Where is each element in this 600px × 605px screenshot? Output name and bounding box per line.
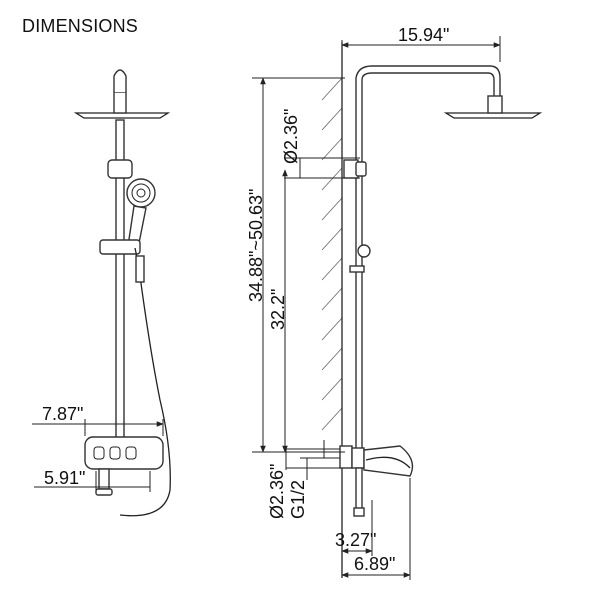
side-riser-and-arm [339,65,543,517]
dimension-label-spout-depth: 6.89" [354,554,395,574]
dimension-thread: G1/2 [288,440,340,519]
dimension-valve-height: 5.91" [34,468,151,492]
dimension-valve-depth: 3.27" [335,500,376,556]
dimension-riser-diameter: Ø2.36" [281,109,360,179]
dimension-label-valve-height: 5.91" [44,468,85,488]
dimension-label-valve-diameter: Ø2.36" [267,464,287,519]
wall-hatching [321,77,343,431]
dimension-arm-length: 15.94" [341,25,501,62]
dimension-body-width: 7.87" [32,404,164,436]
dimension-valve-diameter: Ø2.36" [267,448,340,519]
dimension-outlet-height: 32.2" [268,169,288,453]
dimension-label-height-range: 34.88"~50.63" [246,189,266,302]
dimension-spout-depth: 6.89" [341,478,411,580]
page-title: DIMENSIONS [22,16,139,36]
hand-shower [126,178,156,249]
dimension-label-arm-length: 15.94" [398,25,449,45]
shower-hose [119,247,171,517]
mixer-valve-front [84,436,164,496]
rain-shower-head [73,69,171,119]
dimension-label-body-width: 7.87" [42,404,83,424]
dimension-label-thread: G1/2 [288,480,308,519]
slide-bracket [99,239,141,255]
dimension-label-outlet-height: 32.2" [268,289,288,330]
dimension-label-valve-depth: 3.27" [335,530,376,550]
dimension-label-riser-diameter: Ø2.36" [281,109,301,164]
slide-holder-upper [107,159,133,179]
front-view: 7.87" 5.91" [32,69,171,517]
side-view: 15.94" Ø2.36" 34.88"~50.63" 32.2" [246,25,543,580]
dimension-height-range: 34.88"~50.63" [246,77,345,453]
